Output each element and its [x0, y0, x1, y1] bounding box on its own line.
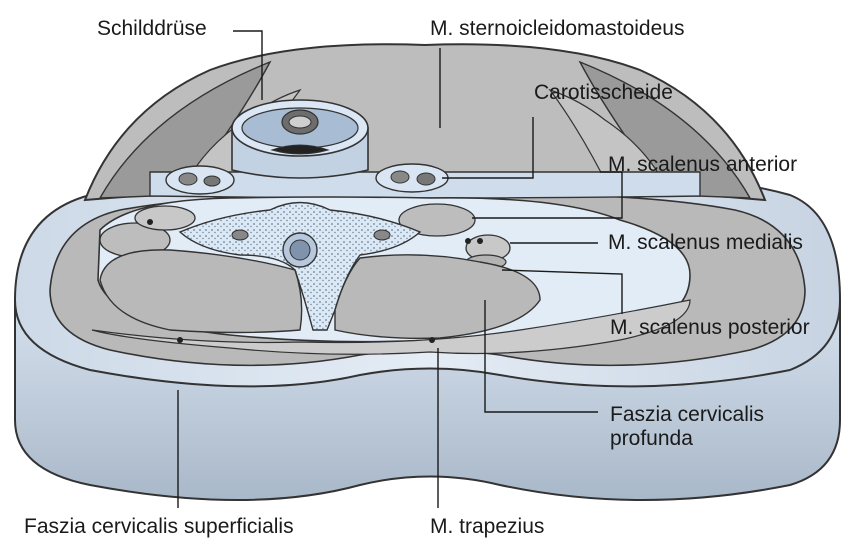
- label-scalenus-anterior: M. scalenus anterior: [608, 153, 797, 177]
- vessel-dot: [177, 337, 183, 343]
- carotid-artery-right: [391, 171, 409, 183]
- label-thyroid: Schilddrüse: [97, 17, 207, 41]
- label-fascia-profunda: Faszia cervicalis profunda: [610, 403, 830, 451]
- label-scalenus-posterior: M. scalenus posterior: [610, 316, 810, 340]
- spinal-cord: [290, 240, 310, 260]
- vessel-dot: [429, 337, 435, 343]
- vessel-dot: [465, 238, 471, 244]
- vertebral-artery-left: [232, 230, 248, 240]
- carotid-artery-left: [179, 173, 197, 185]
- label-scm: M. sternoicleidomastoideus: [430, 17, 684, 41]
- trachea-lumen: [289, 116, 311, 128]
- scalenus-medialis-left: [135, 206, 195, 230]
- jugular-vein-left: [204, 176, 220, 186]
- vessel-dot: [477, 238, 483, 244]
- jugular-vein-right: [417, 173, 435, 185]
- label-trapezius: M. trapezius: [430, 515, 544, 539]
- vessel-dot: [147, 219, 153, 225]
- vertebral-artery-right: [374, 230, 390, 240]
- label-scalenus-medialis: M. scalenus medialis: [608, 231, 803, 255]
- carotid-sheath-left: [166, 166, 234, 194]
- carotid-sheath-right: [376, 164, 448, 192]
- label-carotid-sheath: Carotisscheide: [534, 81, 673, 105]
- label-fascia-superficialis: Faszia cervicalis superficialis: [24, 515, 294, 539]
